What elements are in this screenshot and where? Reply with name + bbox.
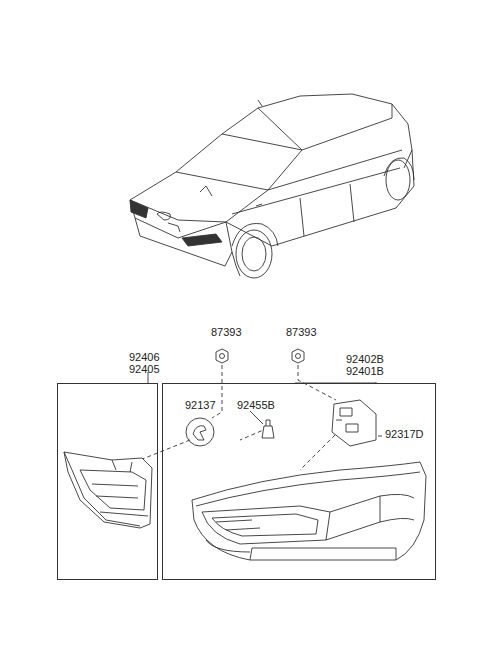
lamp-assembly-box: 92402B92401B: [162, 383, 436, 580]
bulb-socket: [249, 410, 274, 438]
inner-tail-lamp: [64, 452, 152, 528]
part-number-group: 92402B92401B: [346, 353, 384, 377]
nut-symbol: [216, 349, 304, 363]
callout-number: 87393: [285, 326, 318, 338]
part-number: 92405: [129, 363, 160, 375]
outer-tail-lamp: [192, 462, 426, 560]
part-number-group: 9240692405: [129, 351, 160, 375]
lamp-assembly-box: 9240692405: [57, 383, 158, 580]
part-number: 92401B: [346, 365, 384, 377]
callout-number: 92317D: [384, 428, 425, 440]
callout-number: 87393: [210, 326, 243, 338]
gasket: [332, 400, 382, 446]
dashed-leader: [120, 365, 340, 470]
part-number: 92406: [129, 351, 160, 363]
car-drawing: [130, 94, 414, 278]
callout-number: 92455B: [236, 399, 276, 411]
part-number: 92402B: [346, 353, 384, 365]
clip-symbol: [186, 418, 214, 446]
callout-number: 92137: [184, 399, 217, 411]
